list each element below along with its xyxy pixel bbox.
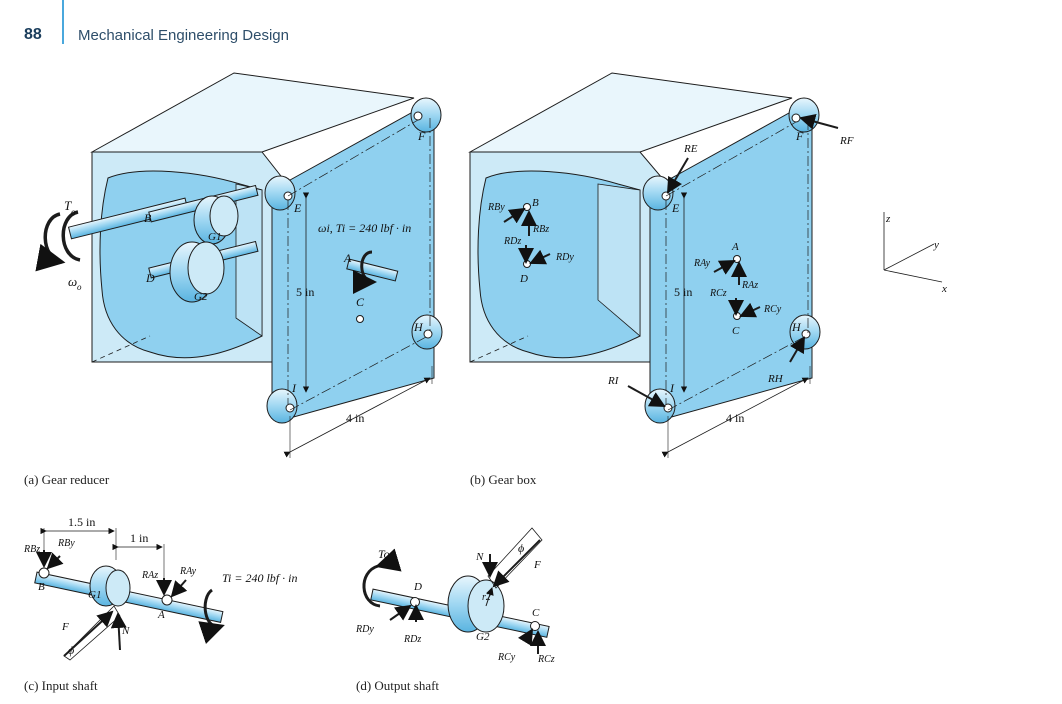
fig-a-width-dim: 4 in	[346, 411, 364, 425]
fig-c-dim2: 1 in	[130, 531, 148, 545]
fig-b-width-dim: 4 in	[726, 411, 744, 425]
fig-a-height-dim: 5 in	[296, 285, 314, 299]
fig-c-force-n: N	[121, 625, 130, 637]
fig-b-r-dy: RDy	[555, 252, 574, 263]
fig-b-point-h: H	[791, 320, 802, 334]
fig-a-output-label: ωi, Ti = 240 lbf · in	[318, 221, 411, 235]
fig-b-point-b: B	[532, 197, 539, 209]
fig-b-r-h: RH	[767, 373, 784, 385]
fig-d-r-dy: RDy	[355, 624, 374, 635]
input-shaft-figure	[34, 527, 225, 661]
caption-d: (d) Output shaft	[356, 678, 440, 693]
fig-a-point-h: H	[413, 320, 424, 334]
fig-c-r-az: RAz	[141, 570, 158, 581]
fig-c-point-b: B	[38, 581, 45, 593]
gear-box-figure	[468, 72, 839, 458]
fig-d-r-cz: RCz	[537, 654, 555, 665]
axis-z-label: z	[885, 213, 891, 225]
caption-a: (a) Gear reducer	[24, 472, 110, 487]
caption-c: (c) Input shaft	[24, 678, 98, 693]
fig-a-point-a: A	[343, 251, 352, 265]
fig-d-force-n: N	[475, 551, 484, 563]
fig-d-force-f: F	[533, 559, 541, 571]
fig-b-point-e: E	[671, 201, 680, 215]
fig-c-gear: G1	[88, 589, 101, 601]
fig-c-r-ay: RAy	[179, 566, 197, 577]
fig-a-point-b: B	[144, 211, 152, 225]
fig-b-r-f: RF	[839, 135, 854, 147]
fig-a-point-i: I	[291, 381, 297, 395]
fig-b-r-by: RBy	[487, 202, 505, 213]
fig-a-input-torque-sub: o	[71, 207, 76, 217]
fig-a-point-c: C	[356, 295, 365, 309]
coordinate-axes	[883, 212, 943, 283]
fig-b-r-cy: RCy	[763, 304, 782, 315]
fig-a-point-e: E	[293, 201, 302, 215]
axis-y-label: y	[933, 239, 939, 251]
fig-b-point-d: D	[519, 273, 528, 285]
fig-b-r-i: RI	[607, 375, 620, 387]
fig-a-gear1: G1	[208, 231, 221, 243]
output-shaft-figure	[362, 527, 550, 654]
fig-a-point-f: F	[417, 129, 426, 143]
fig-d-r-dz: RDz	[403, 634, 421, 645]
fig-b-r-cz: RCz	[709, 288, 727, 299]
fig-c-point-a: A	[157, 609, 165, 621]
fig-a-gear2: G2	[194, 291, 208, 303]
fig-b-r-bz: RBz	[532, 224, 549, 235]
fig-b-r-ay: RAy	[693, 258, 711, 269]
book-title: Mechanical Engineering Design	[78, 27, 289, 44]
fig-c-r-by: RBy	[57, 538, 75, 549]
fig-a-input-torque: T	[64, 198, 72, 213]
fig-d-point-c: C	[532, 607, 540, 619]
fig-a-input-speed: ω	[68, 274, 77, 289]
fig-c-dim1: 1.5 in	[68, 515, 95, 529]
fig-c-torque: Ti = 240 lbf · in	[222, 571, 297, 585]
fig-a-point-d: D	[145, 271, 155, 285]
fig-b-r-e: RE	[683, 143, 698, 155]
fig-b-point-a: A	[731, 241, 739, 253]
fig-c-force-f: F	[61, 621, 69, 633]
page-header: 88 Mechanical Engineering Design	[0, 0, 1062, 60]
gear-reducer-figure	[35, 72, 443, 458]
fig-b-r-az: RAz	[741, 280, 758, 291]
fig-c-angle: ϕ	[68, 643, 74, 657]
fig-d-r-cy: RCy	[497, 652, 516, 663]
fig-b-height-dim: 5 in	[674, 285, 692, 299]
page-number: 88	[24, 26, 42, 43]
fig-b-point-i: I	[669, 381, 675, 395]
fig-c-r-bz: RBz	[23, 544, 40, 555]
header-divider	[62, 0, 64, 44]
fig-d-point-d: D	[413, 581, 422, 593]
fig-a-input-speed-sub: o	[77, 282, 82, 292]
fig-d-radius: r2	[482, 592, 491, 603]
fig-d-angle: ϕ	[518, 541, 524, 555]
axis-x-label: x	[941, 283, 947, 295]
fig-b-r-dz: RDz	[503, 236, 521, 247]
fig-b-point-f: F	[795, 129, 804, 143]
caption-b: (b) Gear box	[470, 472, 537, 487]
fig-d-torque: To	[378, 547, 390, 561]
fig-d-gear: G2	[476, 631, 490, 643]
fig-b-point-c: C	[732, 325, 740, 337]
